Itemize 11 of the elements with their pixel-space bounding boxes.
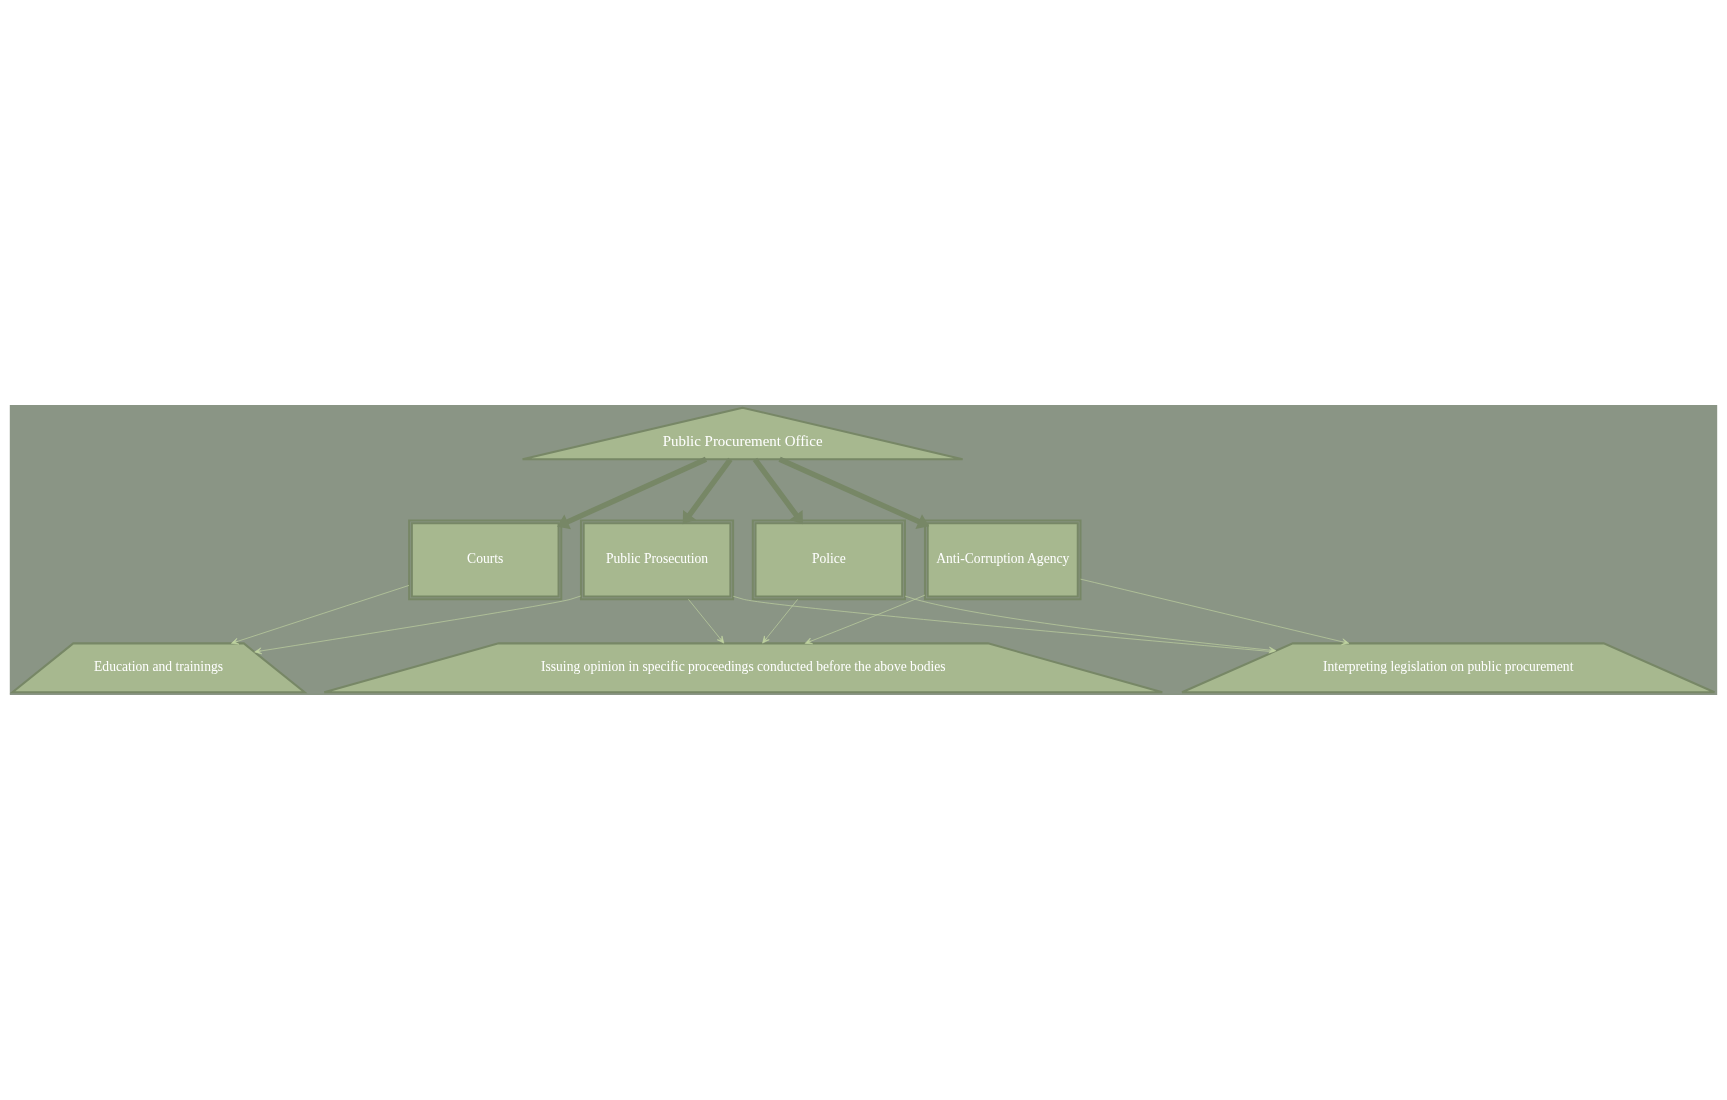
arrow [682, 457, 733, 525]
arrow [557, 456, 708, 530]
arrow [778, 456, 930, 529]
arrow [231, 585, 410, 645]
arrow [1080, 578, 1350, 646]
arrow [254, 595, 582, 655]
arrow [804, 594, 926, 645]
arrow [688, 599, 725, 644]
arrow [904, 595, 1277, 654]
arrow [752, 457, 803, 525]
arrow [762, 599, 799, 644]
